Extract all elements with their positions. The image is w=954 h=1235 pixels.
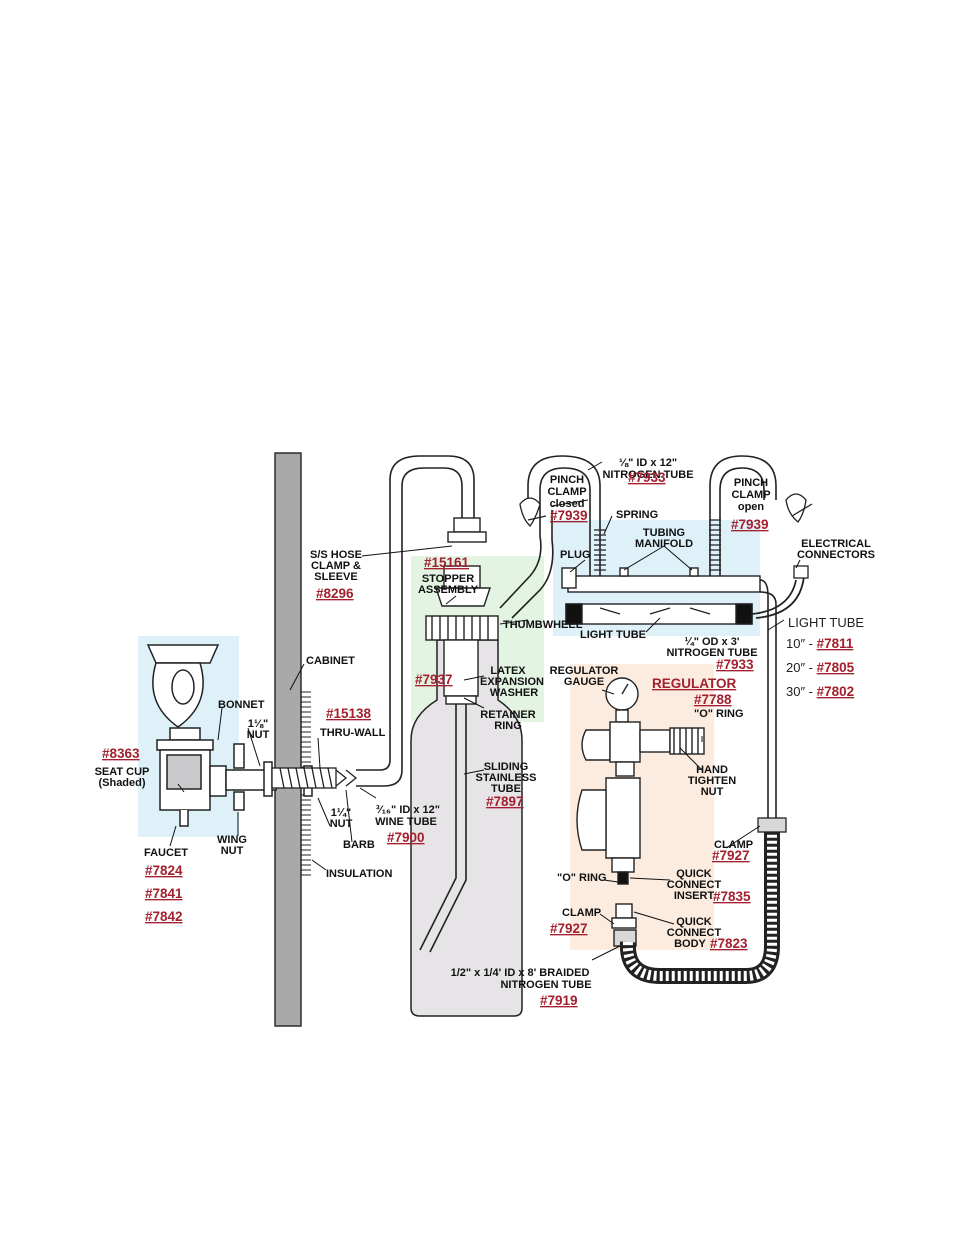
part-8363[interactable]: #8363: [102, 746, 140, 761]
part-7841[interactable]: #7841: [145, 886, 183, 901]
wine-tube: [356, 455, 475, 787]
spring: [594, 519, 721, 571]
insulation-label: INSULATION: [326, 868, 392, 880]
pinch-clamp-open: [785, 493, 813, 523]
thru-wall-label: THRU-WALL: [320, 727, 386, 739]
part-7842[interactable]: #7842: [145, 909, 183, 924]
electrical-connectors: [751, 575, 805, 619]
part-15161[interactable]: #15161: [424, 555, 470, 570]
cabinet-label: CABINET: [306, 655, 355, 667]
stopper-side-tube: [499, 510, 554, 619]
thumbwheel-label: THUMBWHEEL: [503, 619, 583, 631]
part-7897[interactable]: #7897: [486, 794, 524, 809]
sliding-stainless-tube: [419, 704, 467, 953]
clamp-right: [757, 817, 787, 833]
part-7805[interactable]: #7805: [817, 660, 855, 675]
tubing-manifold: [561, 567, 761, 593]
seat-cup-label: SEAT CUP(Shaded): [95, 766, 150, 789]
part-7939-closed[interactable]: #7939: [550, 508, 588, 523]
bonnet-label: BONNET: [218, 699, 265, 711]
regulator-title: REGULATOR: [652, 676, 737, 691]
hose-clamp: [447, 517, 487, 543]
part-7823[interactable]: #7823: [710, 936, 748, 951]
part-7939-open[interactable]: #7939: [731, 517, 769, 532]
part-7835[interactable]: #7835: [713, 889, 751, 904]
part-7824[interactable]: #7824: [145, 863, 183, 878]
part-7919[interactable]: #7919: [540, 993, 578, 1008]
faucet-shank: [209, 743, 313, 811]
light-tube-right-label: LIGHT TUBE: [788, 615, 864, 630]
wine-tube-label: ³⁄₁₆" ID x 12"WINE TUBE: [375, 804, 440, 828]
light-tube-size-row: 30″ - #7802: [786, 684, 854, 699]
o-ring-lower-label: "O" RING: [557, 872, 607, 884]
regulator: [576, 677, 705, 947]
plug-label: PLUG: [560, 549, 591, 561]
barb-label: BARB: [343, 839, 375, 851]
nut-lower-label: 1¼"NUT: [330, 807, 353, 830]
nitrogen-tube-3ft: [759, 579, 777, 818]
clamp-left-label: CLAMP: [562, 907, 601, 919]
nitrogen-tube-loop-left: [527, 455, 601, 576]
nitrogen-tube-3ft-label: ¼" OD x 3'NITROGEN TUBE: [666, 636, 757, 659]
faucet: [146, 644, 220, 827]
nut-upper-label: 1⅛"NUT: [247, 718, 270, 741]
part-7937[interactable]: #7937: [415, 672, 453, 687]
part-7933-top[interactable]: #7933: [628, 470, 666, 485]
faucet-label: FAUCET: [144, 847, 188, 859]
thru-wall-shank: [271, 767, 358, 789]
light-tube-size-row: 10″ - #7811: [786, 636, 854, 651]
part-7900[interactable]: #7900: [387, 830, 425, 845]
part-7933-3ft[interactable]: #7933: [716, 657, 754, 672]
stopper-assembly: [425, 565, 499, 705]
pinch-clamp-closed: [519, 497, 547, 527]
nitrogen-tube-loop-right: [709, 455, 777, 576]
light-tube-size-row: 20″ - #7805: [786, 660, 855, 675]
light-tube: [565, 603, 753, 625]
light-tube-label: LIGHT TUBE: [580, 629, 646, 641]
spring-label: SPRING: [616, 509, 658, 521]
cabinet-wall: [274, 452, 302, 1027]
part-numbers: #7933 #7939 #7939 #8296 #15161 #7937 #78…: [102, 470, 769, 1008]
part-15138[interactable]: #15138: [326, 706, 372, 721]
leader-lines: [169, 461, 801, 961]
part-7927-right[interactable]: #7927: [712, 848, 750, 863]
electrical-plug: [793, 565, 809, 579]
part-7927-left[interactable]: #7927: [550, 921, 588, 936]
nitrogen-tube-top-label: ⅛" ID x 12"NITROGEN TUBE: [602, 457, 693, 481]
part-7802[interactable]: #7802: [817, 684, 855, 699]
part-8296[interactable]: #8296: [316, 586, 354, 601]
clamp-right-label: CLAMP: [714, 839, 753, 851]
part-7788[interactable]: #7788: [694, 692, 732, 707]
o-ring-upper-label: "O" RING: [694, 708, 744, 720]
part-7811[interactable]: #7811: [817, 636, 854, 651]
light-tube-sizes: 10″ - #7811 20″ - #7805 30″ - #7802: [786, 636, 855, 699]
